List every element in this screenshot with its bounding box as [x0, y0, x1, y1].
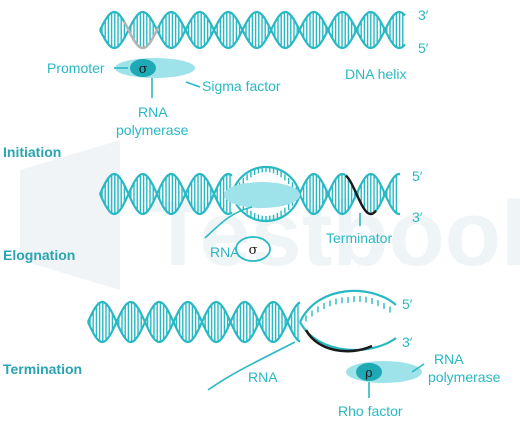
strand-end-5-termination: 5′	[402, 296, 413, 312]
sigma-factor-leader	[185, 81, 201, 88]
terminator-segment	[345, 174, 377, 216]
dna-strand	[98, 172, 233, 216]
rna-polymerase-label-termination-line1: RNA	[434, 351, 464, 367]
strand-end-5-elongation: 5′	[412, 168, 423, 184]
dna-strand	[99, 10, 406, 50]
rho-factor-badge	[356, 363, 382, 381]
bubble-top-strand	[299, 289, 397, 323]
rna-transcript-released	[207, 341, 296, 391]
rna-label-elongation: RNA	[210, 244, 240, 260]
rna-polymerase-blob-elongation	[224, 182, 300, 208]
dna-helix-top	[99, 10, 406, 50]
watermark: Testbook	[20, 140, 520, 290]
dna-strand	[86, 300, 301, 344]
sigma-symbol: σ	[139, 62, 148, 77]
dna-strand	[86, 300, 301, 344]
dna-strand	[98, 172, 233, 216]
dna-helix-elongation	[98, 165, 401, 223]
rna-transcript	[204, 206, 253, 239]
stage-termination: Termination	[3, 361, 82, 377]
strand-end-3-elongation: 3′	[412, 209, 423, 225]
sigma-released	[235, 236, 271, 262]
dna-helix-termination	[86, 289, 397, 353]
rna-label-termination: RNA	[248, 369, 278, 385]
stage-elongation: Elognation	[3, 247, 75, 263]
bubble-bottom-strand	[299, 321, 397, 352]
dna-helix-label: DNA helix	[345, 66, 406, 82]
strand-end-5-top: 5′	[418, 40, 429, 56]
rna-polymerase-leader-termination	[411, 363, 425, 373]
sigma-factor-label: Sigma factor	[202, 78, 281, 94]
strand-end-3-top: 3′	[418, 7, 429, 23]
rna-polymerase-label-line1: RNA	[138, 104, 168, 120]
rho-factor-label: Rho factor	[338, 403, 403, 419]
strand-end-3-termination: 3′	[402, 334, 413, 350]
terminator-segment	[304, 329, 373, 353]
terminator-label: Terminator	[326, 230, 392, 246]
sigma-factor-badge	[130, 59, 156, 77]
sigma-released-symbol: σ	[249, 243, 258, 258]
promoter-segment	[122, 20, 160, 50]
rna-polymerase-label-line2: polymerase	[116, 122, 189, 138]
promoter-label: Promoter	[47, 60, 105, 76]
rna-polymerase-label-termination-line2: polymerase	[428, 369, 501, 385]
dna-strand	[298, 172, 401, 216]
rho-symbol: ρ	[365, 366, 373, 381]
stage-initiation: Initiation	[3, 144, 61, 160]
watermark-logo	[20, 140, 120, 290]
